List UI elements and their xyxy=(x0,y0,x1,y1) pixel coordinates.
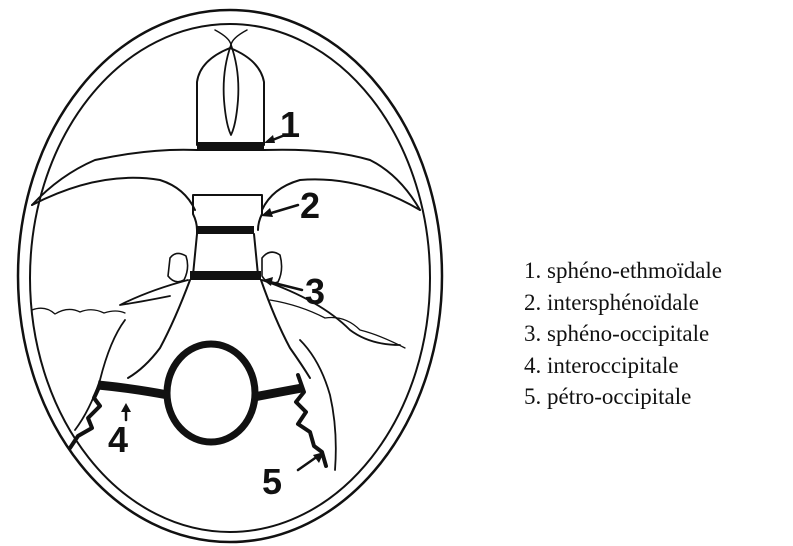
callout-label-3: 3 xyxy=(305,271,325,312)
legend-item-intersphenoidal: 2. intersphénoïdale xyxy=(524,287,722,319)
suture-spheno-ethmoidal xyxy=(197,142,264,151)
legend-item-spheno-ethmoidal: 1. sphéno-ethmoïdale xyxy=(524,255,722,287)
sella-walls xyxy=(193,234,258,275)
callout-label-2: 2 xyxy=(300,185,320,226)
suture-intersphenoidal xyxy=(196,226,254,234)
crista-galli xyxy=(224,45,239,135)
sphenoid-body xyxy=(193,195,262,230)
callout-arrow-5 xyxy=(298,452,324,470)
petrous-ridge-left xyxy=(120,280,188,305)
lesser-wing-right xyxy=(262,179,420,210)
suture-interoccipital-right xyxy=(254,388,302,397)
cribriform-plate xyxy=(197,48,264,145)
clinoid-left xyxy=(168,253,188,281)
greater-wing-suture-right xyxy=(270,300,405,348)
legend-item-interoccipital: 4. interoccipitale xyxy=(524,350,722,382)
clivus-left xyxy=(128,280,190,378)
foramen-magnum xyxy=(167,344,255,442)
callout-label-5: 5 xyxy=(262,461,282,502)
callout-label-4: 4 xyxy=(108,419,128,460)
suture-interoccipital-left xyxy=(98,385,168,395)
frontal-crest-line xyxy=(215,30,247,45)
clivus-right xyxy=(261,280,310,378)
suture-legend: 1. sphéno-ethmoïdale 2. intersphénoïdale… xyxy=(524,255,722,413)
greater-wing-suture-left xyxy=(32,308,125,314)
legend-item-petro-occipital: 5. pétro-occipitale xyxy=(524,381,722,413)
posterior-fossa-left xyxy=(75,320,125,430)
callout-arrow-4 xyxy=(121,403,131,420)
lesser-wing-ridge xyxy=(32,150,420,210)
callout-label-1: 1 xyxy=(280,104,300,145)
suture-spheno-occipital xyxy=(190,271,261,280)
legend-item-spheno-occipital: 3. sphéno-occipitale xyxy=(524,318,722,350)
callout-arrow-2 xyxy=(261,205,298,217)
suture-petro-occipital-left xyxy=(70,385,100,448)
